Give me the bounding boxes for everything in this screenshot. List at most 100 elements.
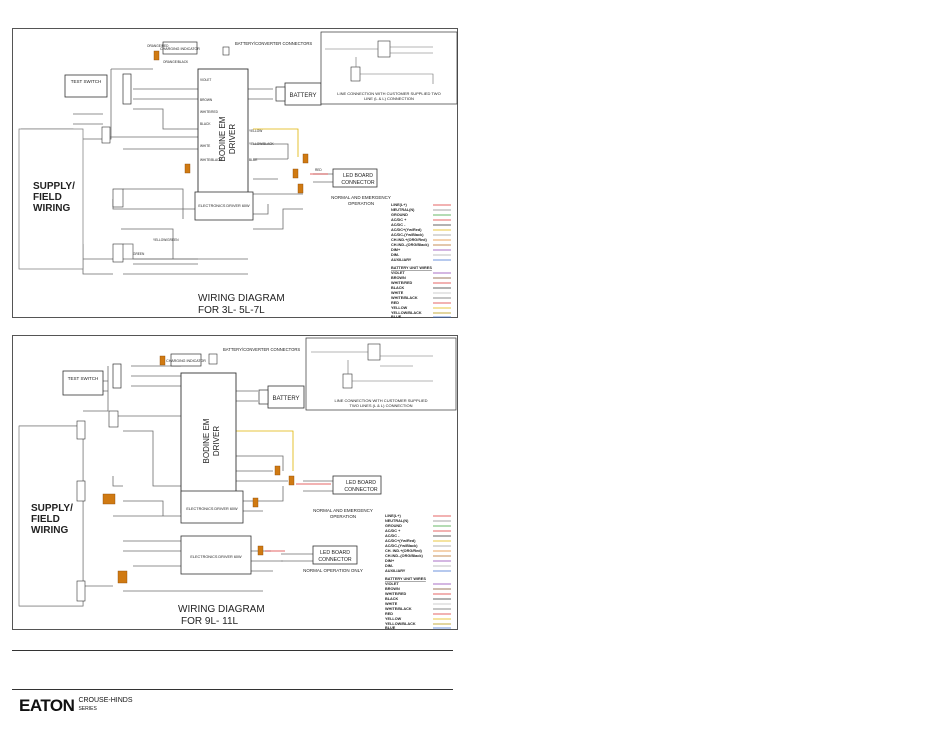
led-connector-line1: LED BOARD [343,173,373,179]
legend-1: LINE(L+) NEUTRAL(N) GROUND AC/DC + AC/DC… [391,203,451,319]
legend-item: DIM- [391,253,400,257]
inset-wall-switch [342,373,353,389]
legend-item: GROUND [391,213,408,217]
battery-terminal [275,86,286,102]
test-switch-box [62,370,104,396]
led-connector-line2: CONNECTOR [344,487,378,493]
led-board-connector-box [332,168,378,188]
inset-caption-line2: TWO LINES (L & L) CONNECTION [350,403,413,408]
legend-item: AC/DC - [385,534,400,538]
eaton-crouse-hinds-logo: EATON CROUSE-HINDS SERIES [19,696,133,715]
bodine-em-driver-line2: DRIVER [228,124,237,154]
field-connector-3 [112,243,124,263]
legend-item: AUXILIARY [391,258,412,262]
legend-item: AC/DC+(Yw/Red) [385,539,416,543]
diagram-1-svg: TEST SWITCH CHARGING INDICATOR BODINE EM… [18,31,458,319]
diagram-1-title-line1: WIRING DIAGRAM [198,293,285,304]
legend-item: GROUND [385,524,402,528]
battery-wire-item: BROWN [385,587,400,591]
legend-item: NEUTRAL(N) [391,208,415,212]
wire-label-white-black: WHITE/BLACK [200,158,222,162]
electronics-driver-label-1: ELECTRONICS DRIVER 60W [186,507,238,511]
legend-item: LINE(L+) [385,514,401,518]
test-switch-connector [112,363,122,389]
charging-indicator-label: CHARGING INDICATOR [166,359,206,363]
field-connector-1 [101,126,111,144]
wire-label-violet: VIOLET [200,78,211,82]
legend-item: CH.IND.+(ORG/Red) [391,238,427,242]
battery-wire-item: VIOLET [385,582,399,586]
legend-item: AC/DC-(Yw/Black) [391,233,424,237]
battery-label: BATTERY [289,93,316,99]
battery-connectors-label: BATTERY/CONVERTER CONNECTORS [223,347,300,352]
supply-label-line3: WIRING [33,203,70,214]
yellow-wire-1 [253,128,299,157]
led-connector2-line2: CONNECTOR [318,557,352,563]
crouse-hinds-line2: SERIES [78,706,97,712]
battery-wire-item: WHITE/RED [385,592,407,596]
wire-label-yellow-black: YELLOW/BLACK [249,142,274,146]
wire-label-orange-black: ORANGE/BLACK [163,60,189,64]
battery-wire-item: BLUE [391,315,402,319]
wire-label-white-red: WHITE/RED [200,110,219,114]
test-switch-box [64,74,108,98]
electronics-driver-box-1 [180,490,244,524]
field-connector-1 [76,420,86,440]
battery-connectors-label: BATTERY/CONVERTER CONNECTORS [235,41,312,46]
battery-wires-title: BATTERY UNIT WIRES [391,266,432,270]
bodine-em-driver-line1: BODINE EM [202,418,211,463]
field-connector-3 [76,480,86,502]
supply-field-wiring-box [18,128,84,270]
inset-caption-line2: LINE (L & L) CONNECTION [364,96,414,101]
battery-wire-item: RED [391,301,399,305]
operation-line1: NORMAL AND EMERGENCY [331,195,391,200]
wire-label-yellow-green: YELLOW/GREEN [153,238,179,242]
wires-2 [19,365,333,607]
crouse-hinds-line1: CROUSE-HINDS [78,697,133,704]
test-switch-label: TEST SWITCH [71,79,101,84]
battery-wire-item: WHITE/RED [391,281,413,285]
led-board-connector-box-1 [332,475,382,495]
battery-wire-item: WHITE/BLACK [391,296,418,300]
inset-connector [377,40,391,58]
battery-wire-item: RED [385,612,393,616]
supply-label-line2: FIELD [33,192,62,203]
inset-caption-line1: LINE CONNECTION WITH CUSTOMER SUPPLIED T… [337,91,440,96]
wire-label-blue: BLUE [249,158,257,162]
operation-line2: OPERATION [348,201,374,206]
legend-item: AC/DC - [391,223,406,227]
yellow-wire-2 [236,430,294,471]
wire-label-black: BLACK [200,122,211,126]
battery-wire-item: BLUE [385,626,396,630]
footer-rule-bottom [12,689,453,690]
field-connector-2 [112,188,124,208]
legend-2: LINE(L+) NEUTRAL(N) GROUND AC/DC + AC/DC… [385,514,451,630]
bodine-em-driver-box [197,68,249,210]
diagram-2-title-line2: FOR 9L- 11L [181,616,238,627]
wiring-diagram-9l-11l: TEST SWITCH CHARGING INDICATOR BODINE EM… [12,335,458,630]
crouse-hinds-subtext: CROUSE-HINDS SERIES [78,697,132,713]
legend-item: AUXILIARY [385,569,406,573]
legend-item: AC/DC + [385,529,401,533]
battery-connector-icon [222,46,230,56]
electronics-driver-box [194,191,254,221]
inset-wires [325,46,434,84]
inset-line-connection-box [305,337,457,411]
battery-wire-item: WHITE [391,291,404,295]
field-connector-2 [108,410,119,428]
diagram-2-svg: TEST SWITCH CHARGING INDICATOR BODINE EM… [18,337,457,630]
eaton-brand-text: EATON [19,696,75,715]
inset-caption-line1: LINE CONNECTION WITH CUSTOMER SUPPLIED [334,398,427,403]
battery-connector-icon [208,353,218,365]
led-connector-line1: LED BOARD [346,480,376,486]
battery-wire-item: YELLOW/BLACK [391,311,422,315]
legend-item: DIM+ [385,559,395,563]
wiring-diagram-3l-5l-7l: TEST SWITCH CHARGING INDICATOR BODINE EM… [12,28,458,319]
battery-terminal [258,389,269,405]
test-switch-connector [122,73,132,105]
charging-indicator-box [170,353,202,367]
operation-line2: OPERATION [330,514,356,519]
supply-label-line1: SUPPLY/ [33,181,75,192]
battery-wire-item: BLACK [385,597,399,601]
operation-line1: NORMAL AND EMERGENCY [313,508,373,513]
